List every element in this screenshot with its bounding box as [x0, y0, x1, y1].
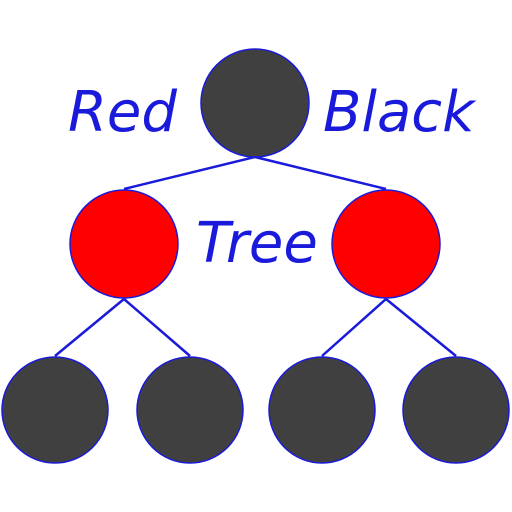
leaf-node-4 [402, 356, 510, 464]
leaf-node-1 [1, 356, 109, 464]
edge-left-leftchild [54, 298, 125, 357]
leaf-node-2 [136, 356, 244, 464]
title-labels: Red Black Tree [68, 80, 477, 276]
edge-right-rightchild [385, 298, 457, 357]
root-node [200, 48, 310, 158]
level1-node-right [331, 189, 441, 299]
edge-left-rightchild [123, 298, 191, 357]
tree-edges [54, 155, 457, 357]
edge-root-right [254, 155, 387, 191]
label-black: Black [323, 80, 477, 145]
edge-right-leftchild [321, 298, 387, 357]
tree-nodes [1, 48, 510, 464]
label-tree: Tree [196, 211, 318, 276]
leaf-node-3 [268, 356, 376, 464]
label-red: Red [68, 80, 177, 145]
edge-root-left [123, 155, 256, 191]
level1-node-left [69, 189, 179, 299]
